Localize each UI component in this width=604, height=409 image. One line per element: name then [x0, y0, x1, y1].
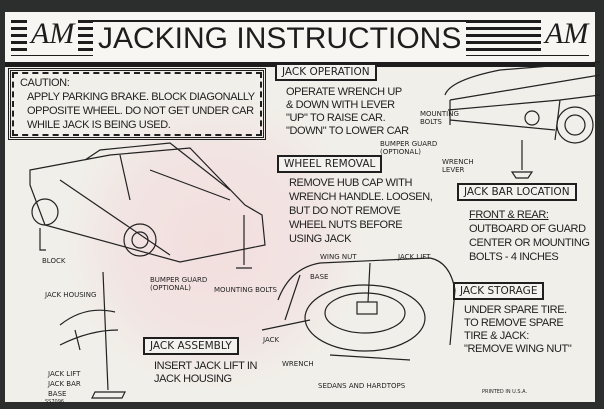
trunk-spare-tire-illustration	[261, 257, 456, 361]
caution-line: APPLY PARKING BRAKE. BLOCK DIAGONALLY	[27, 91, 255, 103]
am-logo-right: AM	[541, 17, 593, 51]
jack-operation-line: "UP" TO RAISE CAR.	[286, 112, 386, 124]
jack-bar-location-label: JACK BAR LOCATION	[457, 183, 577, 201]
jack-storage-label: JACK STORAGE	[453, 282, 545, 300]
caution-line: OPPOSITE WHEEL. DO NOT GET UNDER CAR	[27, 105, 254, 117]
jack-operation-label: JACK OPERATION	[275, 63, 377, 81]
callout-wrench: WRENCH	[282, 360, 314, 368]
wheel-removal-label: WHEEL REMOVAL	[277, 155, 383, 173]
callout-trunk-base: BASE	[310, 273, 329, 281]
callout-rear-bumper-guard: BUMPER GUARD (OPTIONAL)	[150, 276, 208, 292]
jack-assembly-illustration	[59, 271, 126, 399]
jack-operation-line: OPERATE WRENCH UP	[286, 86, 402, 98]
callout-block: BLOCK	[42, 257, 66, 265]
printed-in-usa: PRINTED IN U.S.A.	[482, 389, 528, 395]
sedan-illustration	[29, 142, 266, 269]
callout-sedans: SEDANS AND HARDTOPS	[318, 382, 406, 390]
jack-bar-line: OUTBOARD OF GUARD	[469, 223, 586, 235]
wheel-removal-line: BUT DO NOT REMOVE	[289, 205, 401, 217]
callout-mounting-bolts: MOUNTING BOLTS	[420, 110, 459, 126]
jack-assembly-line: JACK HOUSING	[154, 373, 232, 385]
wheel-removal-line: WHEEL NUTS BEFORE	[289, 219, 403, 231]
part-number: SS7096	[45, 399, 65, 405]
callout-jack-housing: JACK HOUSING	[45, 291, 97, 299]
page-title: JACKING INSTRUCTIONS	[93, 22, 467, 56]
caution-line: WHILE JACK IS BEING USED.	[27, 119, 171, 131]
jack-operation-line: & DOWN WITH LEVER	[286, 99, 395, 111]
callout-base: BASE	[48, 390, 67, 398]
caution-box	[8, 68, 266, 140]
jack-assembly-line: INSERT JACK LIFT IN	[154, 360, 258, 372]
callout-rear-mounting-bolts: MOUNTING BOLTS	[214, 286, 277, 294]
wheel-removal-line: WRENCH HANDLE. LOOSEN,	[289, 191, 433, 203]
wheel-removal-line: USING JACK	[289, 233, 352, 245]
decal-header: AM JACKING INSTRUCTIONS AM	[5, 12, 595, 67]
callout-jack: JACK	[263, 336, 280, 344]
jack-bar-line: CENTER OR MOUNTING	[469, 237, 590, 249]
callout-wing-nut: WING NUT	[320, 253, 357, 261]
front-car-illustration	[444, 61, 601, 179]
jack-assembly-label: JACK ASSEMBLY	[143, 337, 239, 355]
callout-jack-lift: JACK LIFT	[48, 370, 81, 378]
wheel-removal-line: REMOVE HUB CAP WITH	[289, 177, 412, 189]
callout-bumper-guard: BUMPER GUARD (OPTIONAL)	[380, 140, 438, 156]
jack-operation-line: "DOWN" TO LOWER CAR	[286, 125, 409, 137]
jack-storage-line: UNDER SPARE TIRE.	[464, 304, 567, 316]
caution-heading: CAUTION:	[20, 77, 70, 89]
am-logo-left: AM	[27, 17, 79, 51]
callout-wrench-lever: WRENCH LEVER	[442, 158, 474, 174]
jack-storage-line: TO REMOVE SPARE	[464, 317, 564, 329]
jack-storage-line: "REMOVE WING NUT"	[464, 343, 572, 355]
jack-bar-subheading: FRONT & REAR:	[469, 209, 549, 221]
jack-storage-line: TIRE & JACK:	[464, 330, 529, 342]
callout-trunk-jack-lift: JACK LIFT	[398, 253, 431, 261]
jack-bar-line: BOLTS - 4 INCHES	[469, 251, 559, 263]
callout-jack-bar: JACK BAR	[48, 380, 81, 388]
